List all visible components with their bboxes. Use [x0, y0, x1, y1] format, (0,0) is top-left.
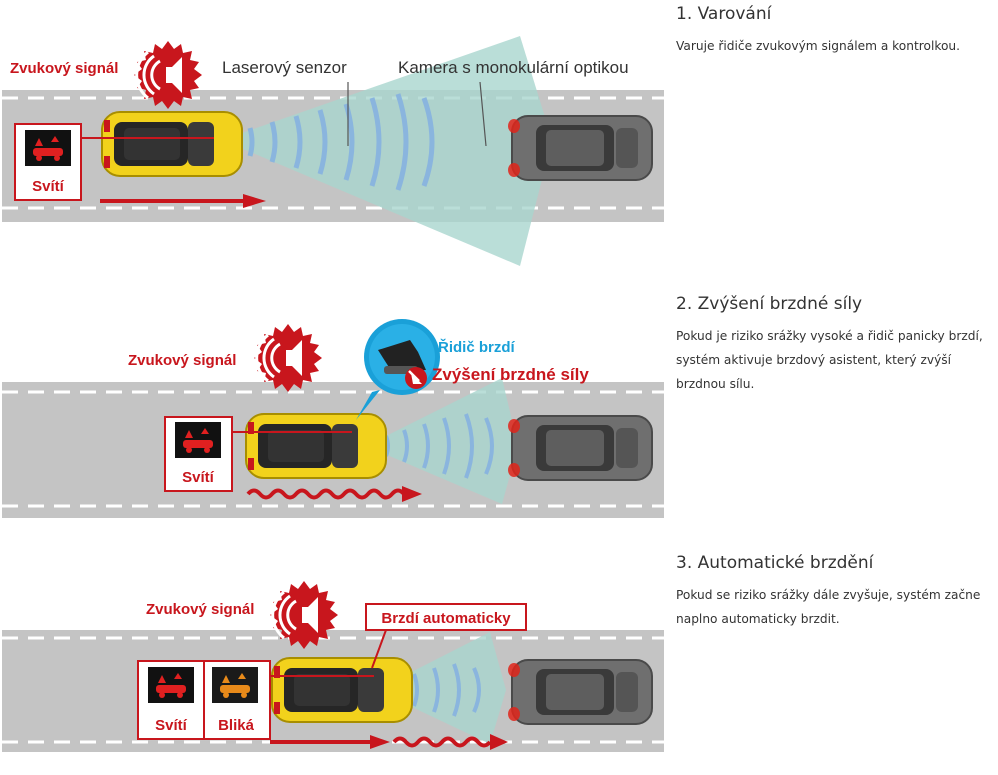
laser-sensor-label: Laserový senzor [222, 58, 347, 77]
laser-sensor-waves [247, 93, 435, 191]
panel-2-text: 2. Zvýšení brzdné síly Pokud je riziko s… [676, 294, 986, 396]
own-car [271, 657, 413, 723]
warning-lamp-icon [25, 130, 71, 166]
camera-view-cone [222, 36, 552, 266]
panel-1-description: Varuje řidiče zvukovým signálem a kontro… [676, 39, 961, 53]
vehicle-ahead [507, 659, 653, 725]
warning-lamp-blinking-icon [212, 667, 258, 703]
sound-signal-label: Zvukový signál [146, 601, 254, 618]
motion-arrow-head [402, 486, 422, 502]
braking-wave-arrow [392, 736, 492, 748]
panel-2-description-line: systém aktivuje brzdový asistent, který … [676, 353, 952, 367]
brake-boost-label: Zvýšení brzdné síly [432, 365, 589, 384]
camera-label: Kamera s monokulární optikou [398, 58, 629, 77]
lamp-status-blink-label: Bliká [218, 717, 255, 734]
panel-3-description-line: Pokud se riziko srážky dále zvyšuje, sys… [676, 588, 981, 602]
panel-3-title: 3. Automatické brzdění [676, 553, 874, 573]
panel-3-scene: Svítí Bliká Zvukový signál Brzdí automat… [2, 579, 664, 752]
motion-arrow-head [243, 194, 266, 208]
panel-3-description-line: naplno automaticky brzdit. [676, 612, 840, 626]
driver-brakes-label: Řidič brzdí [438, 338, 516, 356]
auto-brake-leader-line [371, 629, 387, 669]
own-car [245, 413, 387, 479]
own-car [101, 111, 243, 177]
laser-sensor-waves [384, 413, 494, 479]
panel-2-title: 2. Zvýšení brzdné síly [676, 294, 863, 314]
foot-icon [378, 340, 426, 372]
lamp-status-on-label: Svítí [155, 717, 188, 734]
camera-view-cone [376, 632, 506, 744]
panel-2-description-line: brzdnou sílu. [676, 377, 755, 391]
panel-3-description: Pokud se riziko srážky dále zvyšuje, sys… [676, 583, 986, 631]
lamp-status-label: Svítí [32, 178, 65, 195]
motion-arrow-head [370, 735, 390, 749]
warning-lamp-icon [175, 422, 221, 458]
sound-signal-icon [268, 579, 340, 651]
panel-1-scene: Svítí Zvukový signál Laserový senzor Kam… [2, 36, 664, 266]
panel-2-description-line: Pokud je riziko srážky vysoké a řidič pa… [676, 329, 983, 343]
auto-brake-callout-box [365, 603, 527, 631]
camera-view-cone [366, 378, 518, 504]
lamp-status-label: Svítí [182, 469, 215, 486]
panel-1-text: 1. Varování Varuje řidiče zvukovým signá… [676, 4, 986, 58]
auto-brake-label: Brzdí automaticky [381, 610, 511, 627]
sound-signal-label: Zvukový signál [10, 60, 118, 77]
camera-leader-line [479, 81, 487, 147]
warning-lamp-icon [148, 667, 194, 703]
vehicle-ahead [507, 415, 653, 481]
braking-wave-arrow [246, 488, 406, 500]
sound-signal-icon [252, 322, 324, 394]
panel-1-title: 1. Varování [676, 4, 772, 24]
panel-3-text: 3. Automatické brzdění Pokud se riziko s… [676, 553, 986, 631]
sound-signal-icon [132, 39, 204, 111]
vehicle-ahead [507, 115, 653, 181]
panel-2-description: Pokud je riziko srážky vysoké a řidič pa… [676, 324, 986, 396]
motion-arrow-head [490, 734, 508, 750]
panel-2-scene: Svítí Zvukový signál Řidič brzdí Zvýšení… [2, 319, 664, 518]
sound-signal-label: Zvukový signál [128, 352, 236, 369]
